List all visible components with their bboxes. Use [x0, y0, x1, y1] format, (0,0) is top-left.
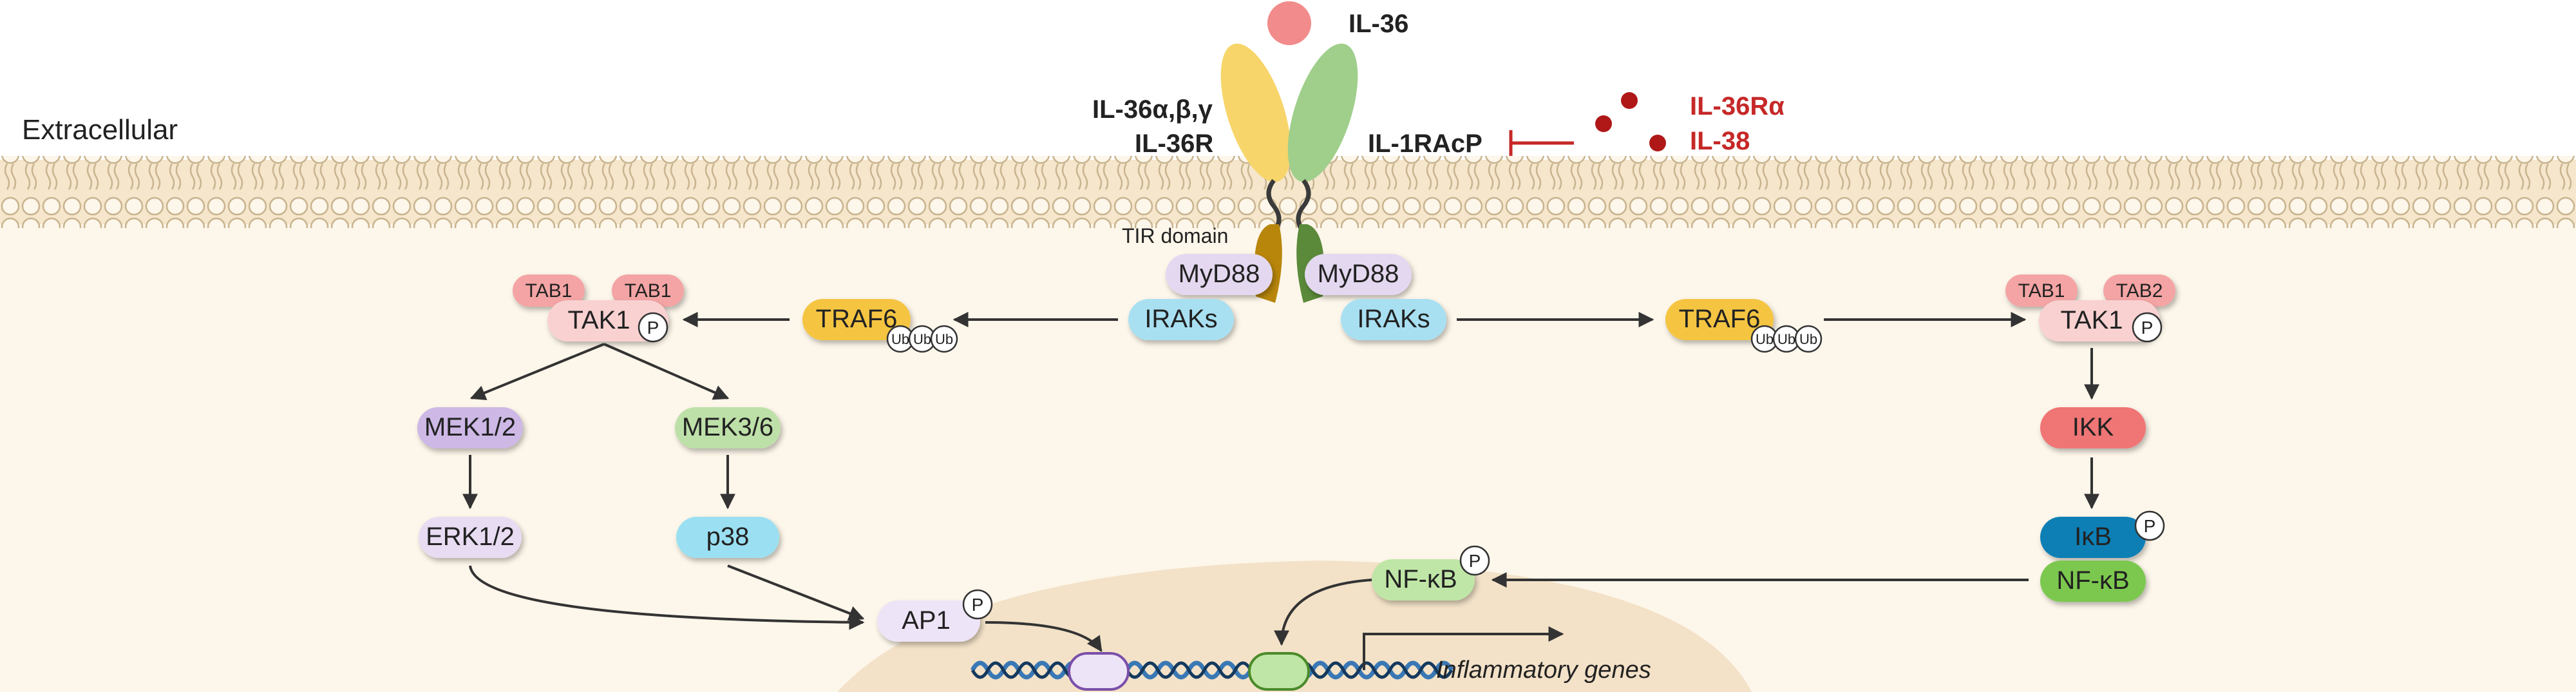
- myd88-right-label: MyD88: [1318, 260, 1399, 288]
- tab2-right: [2103, 274, 2175, 307]
- mek36: [675, 407, 781, 448]
- phospho-marker: [1459, 545, 1490, 576]
- ikk: [2040, 407, 2146, 448]
- phospho-label: P: [2141, 318, 2154, 338]
- arrow-tak1-mek36: [603, 343, 730, 400]
- arrow-p38-ap1: [727, 564, 865, 621]
- ub-label: Ub: [1756, 331, 1774, 347]
- il36-ligand: [1267, 1, 1311, 45]
- nucleus: [837, 561, 1752, 692]
- iraks-left-label: IRAKs: [1144, 305, 1217, 333]
- traf6-left-label: TRAF6: [816, 305, 898, 333]
- dna-helix: [970, 660, 1454, 680]
- il38-label: IL-38: [1690, 127, 1750, 155]
- ubiquitin-chain-left: [886, 325, 958, 353]
- inflammatory-genes-label: Inflammatory genes: [1436, 657, 1651, 684]
- il36-label: IL-36: [1349, 10, 1408, 38]
- ub-label: Ub: [1777, 331, 1795, 347]
- ub-label: Ub: [935, 331, 953, 347]
- phospho-marker: [2134, 510, 2165, 541]
- p38-label: p38: [706, 523, 750, 551]
- il36-subunits-label: IL-36α,β,γ: [1092, 95, 1213, 124]
- ub-label: Ub: [891, 331, 909, 347]
- antagonist-dot: [1649, 135, 1666, 151]
- phospho-marker: [638, 312, 668, 343]
- nfkb-center: [1372, 559, 1475, 601]
- tab1-right: [2005, 274, 2078, 307]
- mek12: [417, 407, 523, 448]
- il36r-label: IL-36R: [1135, 130, 1213, 158]
- tab1-left-b: [612, 274, 684, 307]
- erk12-label: ERK1/2: [426, 523, 515, 551]
- ap1: [877, 601, 980, 642]
- traf6-right-label: TRAF6: [1679, 305, 1761, 333]
- tak1-right: [2039, 300, 2160, 341]
- myd88-right: [1305, 254, 1412, 295]
- antagonist-dot: [1621, 92, 1638, 109]
- phospho-label: P: [2144, 516, 2156, 536]
- tak1-right-label: TAK1: [2060, 306, 2123, 334]
- tab1-left-a-label: TAB1: [526, 280, 573, 302]
- phospho-label: P: [972, 595, 984, 615]
- iraks-left: [1128, 299, 1234, 340]
- il1racp-label: IL-1RAcP: [1368, 130, 1482, 158]
- myd88-left: [1166, 254, 1273, 295]
- ap1-binding-site: [1068, 652, 1130, 691]
- arrow-tak1-mek12: [469, 343, 605, 400]
- il36r-ectodomain: [1220, 43, 1291, 182]
- tab1-left-a: [513, 274, 585, 307]
- nfkb-right: [2040, 561, 2146, 602]
- tab2-right-label: TAB2: [2116, 280, 2163, 302]
- iraks-right: [1341, 299, 1446, 340]
- ap1-label: AP1: [902, 606, 951, 635]
- nfkb-center-label: NF-κB: [1384, 565, 1457, 593]
- ub-label: Ub: [1799, 331, 1817, 347]
- arrow-nfkb-dna: [1274, 579, 1372, 646]
- mek12-label: MEK1/2: [424, 413, 516, 441]
- tab1-right-label: TAB1: [2018, 280, 2065, 302]
- il1racp-transmembrane: [1296, 178, 1311, 234]
- p38: [676, 517, 779, 558]
- nfkb-right-label: NF-κB: [2056, 566, 2129, 595]
- mek36-label: MEK3/6: [682, 413, 773, 441]
- traf6-left: [802, 299, 911, 340]
- tak1-left: [547, 300, 668, 341]
- antagonist-dot: [1595, 115, 1612, 132]
- il36ra-label: IL-36Rα: [1690, 92, 1785, 120]
- ub-label: Ub: [913, 331, 931, 347]
- tab1-left-b-label: TAB1: [625, 280, 672, 302]
- phospho-label: P: [1469, 551, 1481, 571]
- ubiquitin-chain-right: [1750, 325, 1823, 353]
- ikb: [2040, 517, 2146, 558]
- traf6-right: [1665, 299, 1774, 340]
- phospho-marker: [2132, 312, 2163, 343]
- il1racp-ectodomain: [1287, 43, 1358, 182]
- phospho-marker: [962, 589, 993, 620]
- erk12: [419, 517, 522, 558]
- extracellular-label: Extracellular: [22, 114, 178, 146]
- arrow-ap1-dna: [985, 621, 1103, 652]
- ikb-label: IκB: [2074, 523, 2112, 551]
- transcription-arrow: [1363, 626, 1564, 670]
- tir-domain-label: TIR domain: [1122, 224, 1228, 247]
- myd88-left-label: MyD88: [1179, 260, 1260, 288]
- phospho-label: P: [647, 318, 659, 338]
- arrow-erk12-ap1: [469, 565, 865, 630]
- ikk-label: IKK: [2072, 413, 2114, 441]
- iraks-right-label: IRAKs: [1357, 305, 1430, 333]
- nfkb-binding-site: [1248, 652, 1310, 691]
- tak1-left-label: TAK1: [567, 306, 630, 334]
